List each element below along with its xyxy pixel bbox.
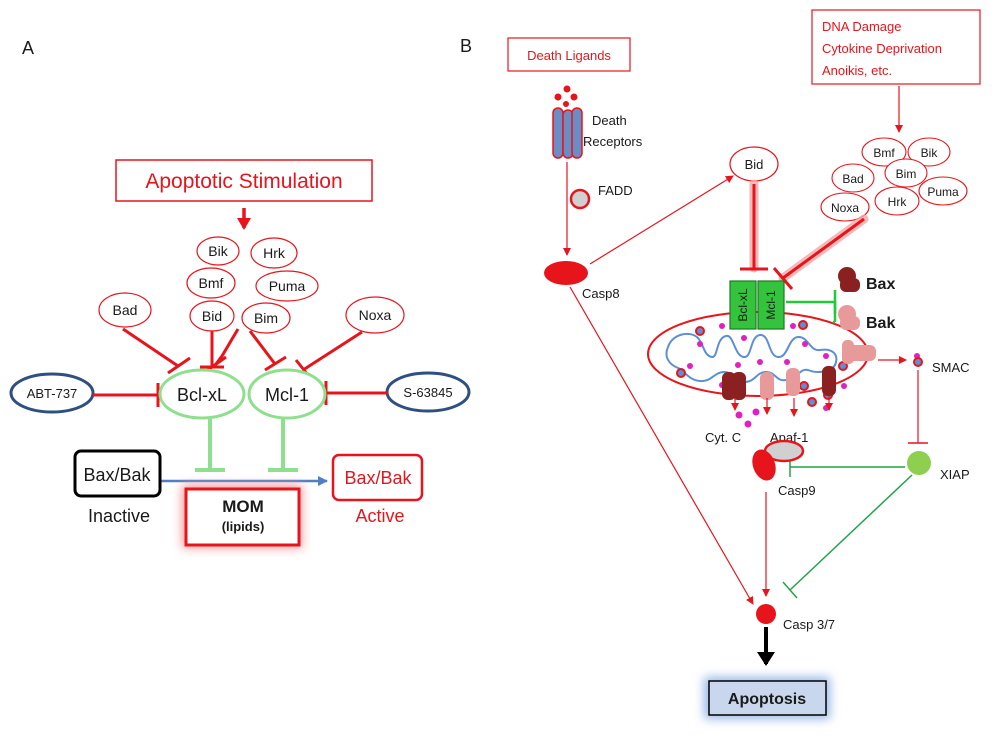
casp8-to-casp37-arrow xyxy=(569,286,754,605)
inactive-caption: Inactive xyxy=(88,506,150,526)
mom-subtitle: (lipids) xyxy=(222,519,265,534)
b-bclxl-box: Bcl-xL xyxy=(729,280,757,330)
panel-b: B Death Ligands Death Receptors FADD Cas… xyxy=(460,9,981,719)
bh3-label-bad: Bad xyxy=(113,302,138,318)
bid-label: Bid xyxy=(745,157,764,172)
cytc-label: Cyt. C xyxy=(705,430,741,445)
bh3-oval-bid: Bid xyxy=(189,300,235,332)
bax-label: Bax xyxy=(866,276,895,293)
b-bh3-hrk: Hrk xyxy=(874,186,920,216)
casp37-label: Casp 3/7 xyxy=(783,617,835,632)
b-bh3-bik-label: Bik xyxy=(921,146,939,160)
b-bh3-puma: Puma xyxy=(918,176,968,206)
b-bh3-bim-label: Bim xyxy=(896,167,917,181)
ligand-dots xyxy=(554,85,578,107)
bak-icon xyxy=(838,305,860,330)
death-receptors-label-2: Receptors xyxy=(583,134,643,149)
bh3-label-noxa: Noxa xyxy=(359,307,392,323)
stimulus-box xyxy=(115,159,373,202)
xiap-inhibition-lines xyxy=(782,457,913,599)
casp8-node xyxy=(544,261,588,285)
b-bh3-noxa: Noxa xyxy=(820,192,870,222)
casp8-to-bid-arrow xyxy=(589,175,734,265)
b-mcl1-box: Mcl-1 xyxy=(757,280,785,330)
b-bh3-bmf-label: Bmf xyxy=(873,146,895,160)
baxbak-inactive-label: Bax/Bak xyxy=(83,465,151,485)
release-arrows xyxy=(731,356,907,417)
bh3-label-bim: Bim xyxy=(254,310,278,326)
xiap-label: XIAP xyxy=(940,467,970,482)
mom-title: MOM xyxy=(222,497,264,516)
death-receptor-icon xyxy=(552,107,583,159)
baxbak-active-label: Bax/Bak xyxy=(344,468,412,488)
inhibitor-s63845: S-63845 xyxy=(385,371,471,413)
death-ligands-box xyxy=(507,37,631,72)
bh3-label-puma: Puma xyxy=(269,278,306,294)
b-bh3-bad-label: Bad xyxy=(842,172,863,186)
node-bclxl: Bcl-xL xyxy=(158,368,246,420)
bh3-label-bik: Bik xyxy=(208,243,228,259)
bh3-oval-hrk: Hrk xyxy=(250,237,298,269)
node-mcl1-label: Mcl-1 xyxy=(265,385,309,405)
b-bh3-bim: Bim xyxy=(884,158,928,188)
panel-b-letter: B xyxy=(460,36,472,56)
b-bh3-hrk-label: Hrk xyxy=(888,195,908,209)
casp37-node xyxy=(756,604,776,624)
apoptosis-label: Apoptosis xyxy=(728,691,806,708)
inhibitor-abt737-label: ABT-737 xyxy=(27,386,78,401)
bh3-label-bmf: Bmf xyxy=(199,275,224,291)
bh3-oval-puma: Puma xyxy=(255,270,319,302)
bh3-inhibition-lines xyxy=(122,327,363,381)
node-bclxl-label: Bcl-xL xyxy=(177,385,227,405)
baxbak-active-box xyxy=(331,453,424,502)
casp9-node xyxy=(752,449,776,481)
bh3-inhibition-lines-b xyxy=(740,184,865,290)
apoptosis-box xyxy=(708,680,827,716)
mom-box xyxy=(184,487,301,547)
b-bh3-puma-label: Puma xyxy=(927,185,959,199)
panel-a-letter: A xyxy=(22,38,34,58)
bax-icon xyxy=(838,267,860,292)
fadd-node xyxy=(569,188,591,210)
b-mcl1-label: Mcl-1 xyxy=(764,290,778,320)
xiap-node xyxy=(907,451,931,475)
membrane-dots xyxy=(676,318,923,407)
casp9-label: Casp9 xyxy=(778,483,816,498)
bh3-oval-bmf: Bmf xyxy=(186,267,236,299)
stimulus-label: Apoptotic Stimulation xyxy=(145,170,342,193)
baxbak-inactive-box xyxy=(73,449,162,498)
green-inhibition-lines xyxy=(195,418,298,472)
b-bh3-bad: Bad xyxy=(831,163,875,193)
bh3-label-bid: Bid xyxy=(202,308,222,324)
pore-icons xyxy=(722,340,876,400)
bh3-label-hrk: Hrk xyxy=(263,245,286,261)
b-bh3-bik: Bik xyxy=(907,137,951,167)
bh3-oval-noxa: Noxa xyxy=(345,296,405,334)
bh3-oval-bad: Bad xyxy=(98,292,152,328)
stress-line-1: DNA Damage xyxy=(822,19,901,34)
b-bh3-bmf: Bmf xyxy=(861,137,907,167)
inhibitor-abt737: ABT-737 xyxy=(9,372,95,414)
active-caption: Active xyxy=(355,506,404,526)
bak-label: Bak xyxy=(866,315,895,332)
b-bclxl-label: Bcl-xL xyxy=(736,288,750,322)
bh3-oval-bik: Bik xyxy=(196,236,240,266)
stress-line-3: Anoikis, etc. xyxy=(822,63,892,78)
panel-a: A Apoptotic Stimulation Bik Hrk Bmf Puma… xyxy=(9,38,471,548)
death-ligands-label: Death Ligands xyxy=(527,48,611,63)
bh3-oval-bim: Bim xyxy=(241,302,291,334)
death-receptors-label-1: Death xyxy=(592,113,627,128)
stress-line-2: Cytokine Deprivation xyxy=(822,41,942,56)
node-mcl1: Mcl-1 xyxy=(247,368,327,420)
mitochondrion-cristae xyxy=(665,332,838,384)
smac-label: SMAC xyxy=(932,360,970,375)
casp8-label: Casp8 xyxy=(582,286,620,301)
inhibitor-s63845-label: S-63845 xyxy=(403,385,452,400)
green-inhibition-bax xyxy=(786,290,837,324)
b-bh3-noxa-label: Noxa xyxy=(831,201,859,215)
stress-box xyxy=(811,9,981,85)
fadd-label: FADD xyxy=(598,183,633,198)
